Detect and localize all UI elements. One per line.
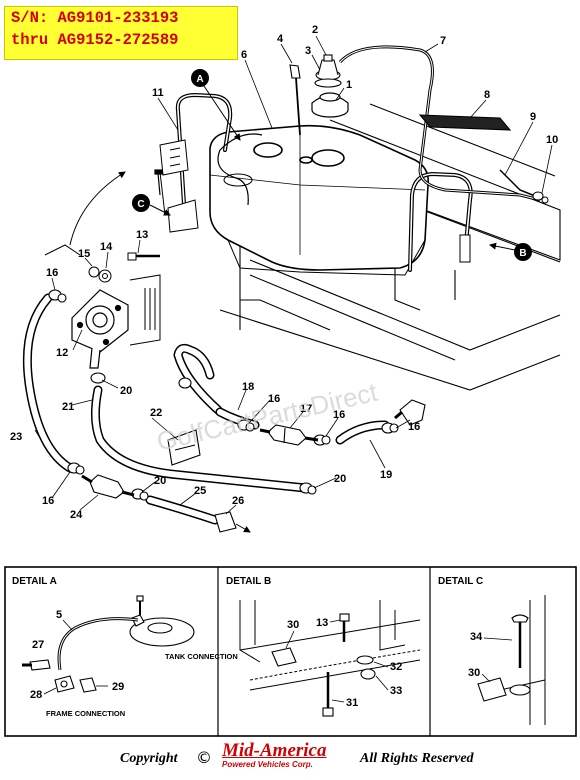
svg-text:14: 14	[100, 241, 113, 253]
serial-line-2: thru AG9152-272589	[11, 31, 179, 49]
detail-marker-b: B	[514, 243, 532, 261]
svg-text:18: 18	[242, 381, 254, 393]
svg-text:33: 33	[390, 685, 402, 697]
svg-text:16: 16	[268, 393, 280, 405]
part-callouts: 1 2 3 4 6 7 8 9 10 11 12 13 14 15 16 20 …	[10, 24, 558, 521]
svg-text:20: 20	[334, 473, 346, 485]
bracket-bolt	[154, 169, 163, 196]
svg-text:B: B	[519, 248, 526, 259]
tank-connection-label: TANK CONNECTION	[165, 652, 238, 661]
svg-text:28: 28	[30, 689, 42, 701]
svg-text:2: 2	[312, 24, 318, 36]
detail-panel	[4, 566, 577, 737]
footer: Copyright © Mid-America Powered Vehicles…	[0, 740, 580, 776]
detail-b: DETAIL B 30 13 32 33	[226, 576, 421, 717]
serial-range-box: S/N: AG9101-233193 thru AG9152-272589	[4, 6, 238, 60]
svg-text:DETAIL B: DETAIL B	[226, 576, 271, 587]
strap-bracket	[159, 139, 471, 263]
fuel-tank	[209, 124, 430, 276]
hose-clamps	[48, 289, 399, 501]
svg-text:11: 11	[152, 87, 164, 99]
copyright-text: Copyright	[120, 751, 178, 766]
svg-text:A: A	[196, 74, 203, 85]
pump-bolt	[127, 252, 160, 261]
svg-text:17: 17	[300, 403, 312, 415]
svg-text:10: 10	[546, 134, 558, 146]
fuel-filter-17	[259, 424, 319, 446]
svg-text:20: 20	[120, 385, 132, 397]
svg-text:30: 30	[468, 667, 480, 679]
fuel-cable	[499, 169, 546, 201]
serial-line-1: S/N: AG9101-233193	[11, 9, 179, 27]
watermark: GolfCartPartsDirect	[154, 377, 381, 457]
cable-clamp	[532, 191, 549, 204]
svg-text:12: 12	[56, 347, 68, 359]
detail-c-pointer	[69, 171, 126, 246]
svg-text:16: 16	[408, 421, 420, 433]
svg-text:1: 1	[346, 79, 352, 91]
mid-america-logo: Mid-America Powered Vehicles Corp.	[222, 740, 350, 772]
svg-text:32: 32	[390, 661, 402, 673]
detail-a: DETAIL A 5 27 28 29 TANK CONNEC	[12, 576, 238, 718]
svg-text:13: 13	[316, 617, 328, 629]
svg-text:5: 5	[56, 609, 62, 621]
logo-name: Mid-America	[222, 740, 327, 761]
svg-text:15: 15	[78, 248, 90, 260]
fuel-cap	[311, 92, 349, 118]
hose-end-clip	[214, 511, 251, 533]
svg-text:24: 24	[70, 509, 83, 521]
rights-text: All Rights Reserved	[360, 751, 474, 766]
svg-text:C: C	[137, 199, 144, 210]
vent-valve	[314, 54, 342, 88]
svg-text:13: 13	[136, 229, 148, 241]
svg-text:23: 23	[10, 431, 22, 443]
pump-nut-washer	[88, 266, 112, 283]
svg-text:27: 27	[32, 639, 44, 651]
detail-c: DETAIL C 34 30	[438, 576, 546, 725]
svg-text:16: 16	[46, 267, 58, 279]
fuel-pump	[71, 289, 129, 369]
leader-lines	[34, 35, 553, 515]
svg-text:8: 8	[484, 89, 490, 101]
copyright-symbol: ©	[196, 748, 212, 767]
pump-bracket	[129, 274, 161, 346]
logo-subtitle: Powered Vehicles Corp.	[222, 760, 313, 769]
svg-text:19: 19	[380, 469, 392, 481]
svg-text:6: 6	[241, 49, 247, 61]
svg-text:9: 9	[530, 111, 536, 123]
svg-text:7: 7	[440, 35, 446, 47]
fuel-sender	[289, 64, 301, 136]
svg-text:26: 26	[232, 495, 244, 507]
svg-text:3: 3	[305, 45, 311, 57]
tank-fitting	[394, 399, 426, 426]
svg-text:30: 30	[287, 619, 299, 631]
svg-text:20: 20	[154, 475, 166, 487]
fuel-filter-24	[81, 474, 135, 499]
detail-marker-a: A	[191, 69, 209, 87]
svg-text:DETAIL C: DETAIL C	[438, 576, 483, 587]
frame-connection-label: FRAME CONNECTION	[46, 709, 125, 718]
svg-text:25: 25	[194, 485, 206, 497]
svg-text:29: 29	[112, 681, 124, 693]
svg-text:34: 34	[470, 631, 483, 643]
svg-text:21: 21	[62, 401, 74, 413]
detail-marker-c: C	[132, 194, 150, 212]
svg-text:16: 16	[333, 409, 345, 421]
svg-text:31: 31	[346, 697, 358, 709]
chassis-frame	[219, 103, 561, 391]
svg-text:4: 4	[277, 33, 284, 45]
svg-text:DETAIL A: DETAIL A	[12, 576, 57, 587]
svg-text:16: 16	[42, 495, 54, 507]
svg-text:22: 22	[150, 407, 162, 419]
label-plate	[418, 114, 512, 131]
